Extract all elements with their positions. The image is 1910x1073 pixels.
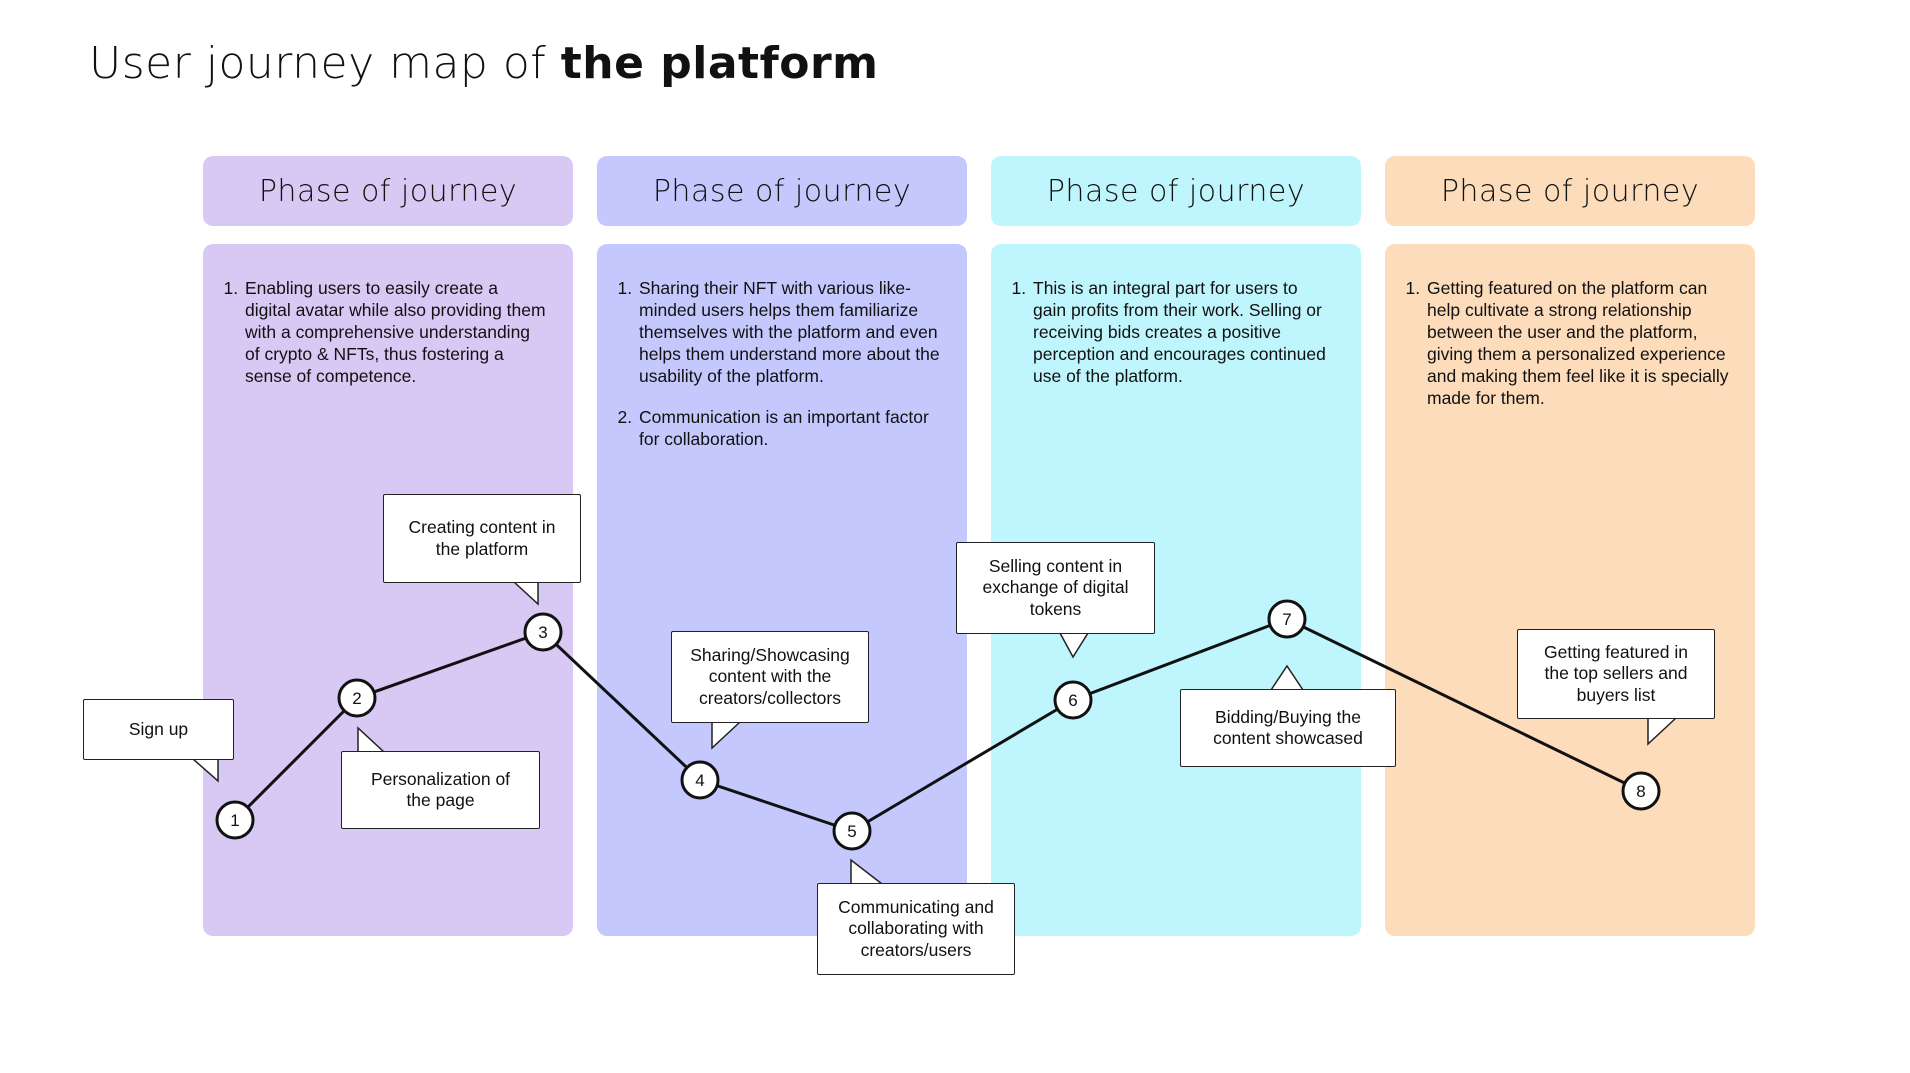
- phase-2-header: Phase of journey: [597, 156, 967, 226]
- journey-segment-4-5: [699, 778, 853, 833]
- journey-nodes: 1 2 3 4 5 6 7 8: [215, 599, 1661, 851]
- journey-node-4: 4: [680, 760, 720, 800]
- callout-sign-up: Sign up: [83, 699, 234, 760]
- journey-segment-2-3: [356, 630, 544, 700]
- phase-4-item-1: Getting featured on the platform can hel…: [1425, 277, 1729, 409]
- journey-node-1: 1: [215, 800, 255, 840]
- phase-2-item-1: Sharing their NFT with various like-mind…: [637, 277, 941, 387]
- phase-2-list: Sharing their NFT with various like-mind…: [619, 277, 941, 450]
- callout-personalization: Personalization of the page: [341, 751, 540, 829]
- callout-sharing-showcasing: Sharing/Showcasing content with the crea…: [671, 631, 869, 723]
- journey-node-5: 5: [832, 811, 872, 851]
- journey-node-8: 8: [1621, 771, 1661, 811]
- callout-tail-6: [1059, 632, 1089, 659]
- callout-tail-4: [711, 721, 741, 750]
- callout-tail-3: [513, 581, 539, 606]
- phase-3-item-1: This is an integral part for users to ga…: [1031, 277, 1335, 387]
- journey-segment-1-2: [233, 696, 359, 822]
- phase-2-item-2: Communication is an important factor for…: [637, 406, 941, 450]
- journey-node-2: 2: [337, 678, 377, 718]
- callout-tail-7: [1270, 664, 1304, 691]
- journey-node-5-number: 5: [847, 822, 856, 841]
- callout-communicating: Communicating and collaborating with cre…: [817, 883, 1015, 975]
- journey-node-4-number: 4: [695, 771, 704, 790]
- callout-creating-content: Creating content in the platform: [383, 494, 581, 583]
- callout-tail-1: [192, 758, 219, 783]
- journey-node-2-number: 2: [352, 689, 361, 708]
- phase-1-header: Phase of journey: [203, 156, 573, 226]
- journey-segment-5-6: [851, 698, 1074, 833]
- journey-node-7-number: 7: [1282, 610, 1291, 629]
- phase-1-list: Enabling users to easily create a digita…: [225, 277, 547, 387]
- phase-3-header: Phase of journey: [991, 156, 1361, 226]
- journey-node-3: 3: [523, 612, 563, 652]
- phase-3-list: This is an integral part for users to ga…: [1013, 277, 1335, 387]
- page-title: User journey map of the platform: [89, 38, 879, 89]
- phase-2-panel: Sharing their NFT with various like-mind…: [597, 244, 967, 936]
- journey-segment-6-7: [1072, 617, 1288, 702]
- journey-node-7: 7: [1267, 599, 1307, 639]
- phase-4-header: Phase of journey: [1385, 156, 1755, 226]
- callout-getting-featured: Getting featured in the top sellers and …: [1517, 629, 1715, 719]
- journey-node-3-number: 3: [538, 623, 547, 642]
- journey-segment-3-4: [541, 630, 702, 782]
- journey-node-6-number: 6: [1068, 691, 1077, 710]
- callout-tail-2: [357, 726, 385, 753]
- callout-bidding-buying: Bidding/Buying the content showcased: [1180, 689, 1396, 767]
- callout-tail-5: [850, 858, 883, 885]
- journey-node-8-number: 8: [1636, 782, 1645, 801]
- phase-4-panel: Getting featured on the platform can hel…: [1385, 244, 1755, 936]
- title-regular: User journey map of: [89, 38, 561, 89]
- journey-node-1-number: 1: [230, 811, 239, 830]
- callout-tail-8: [1647, 717, 1677, 746]
- journey-segment-7-8: [1286, 617, 1642, 793]
- callout-selling-content: Selling content in exchange of digital t…: [956, 542, 1155, 634]
- phase-1-item-1: Enabling users to easily create a digita…: [243, 277, 547, 387]
- title-bold: the platform: [560, 38, 879, 89]
- phase-4-list: Getting featured on the platform can hel…: [1407, 277, 1729, 409]
- journey-node-6: 6: [1053, 680, 1093, 720]
- callout-tails: [192, 581, 1677, 885]
- journey-line: [233, 617, 1642, 833]
